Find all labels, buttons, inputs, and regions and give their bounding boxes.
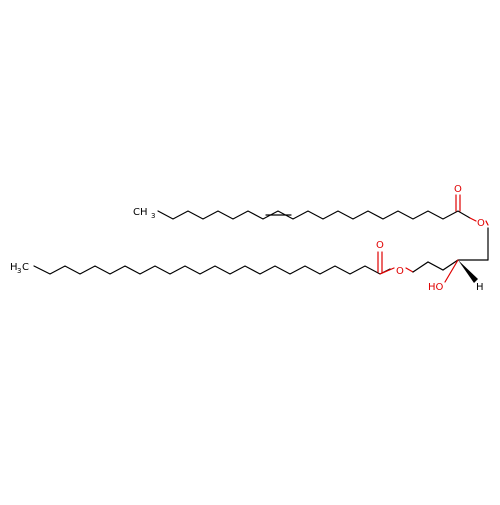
oleoyl-chain-bonds bbox=[157, 210, 471, 220]
stearoyl-chain-bonds bbox=[33, 265, 391, 275]
oleoyl-chain bbox=[157, 194, 489, 261]
lower-carbonyl-oxygen: O bbox=[376, 240, 384, 251]
stearoyl-terminal-c: C bbox=[22, 262, 29, 273]
upper-ester-oxygen: O bbox=[477, 218, 485, 229]
oleoyl-terminal-subscript: 3 bbox=[151, 212, 155, 220]
lower-ester-bond bbox=[379, 267, 395, 275]
lower-ester-bond-2 bbox=[405, 267, 414, 273]
stearoyl-terminal-h: H bbox=[10, 262, 18, 273]
stearoyl-chain bbox=[33, 251, 489, 283]
upper-carbonyl-oxygen: O bbox=[454, 184, 462, 195]
stereo-hydrogen-label: H bbox=[476, 282, 484, 293]
stereo-wedge-bond bbox=[458, 260, 478, 283]
hydroxyl-bond bbox=[444, 259, 459, 283]
stearoyl-terminal-subscript: 3 bbox=[17, 267, 21, 275]
atom-labels: CH 3 H 3 C O O O O HO H bbox=[10, 184, 485, 293]
glycerol-backbone bbox=[412, 259, 489, 273]
hydroxyl-label: HO bbox=[428, 282, 444, 293]
upper-ester-bond bbox=[469, 217, 477, 222]
upper-ester-bond-2 bbox=[485, 220, 489, 226]
oleoyl-terminal-ch: CH bbox=[133, 207, 148, 218]
lower-ester-oxygen: O bbox=[396, 266, 404, 277]
